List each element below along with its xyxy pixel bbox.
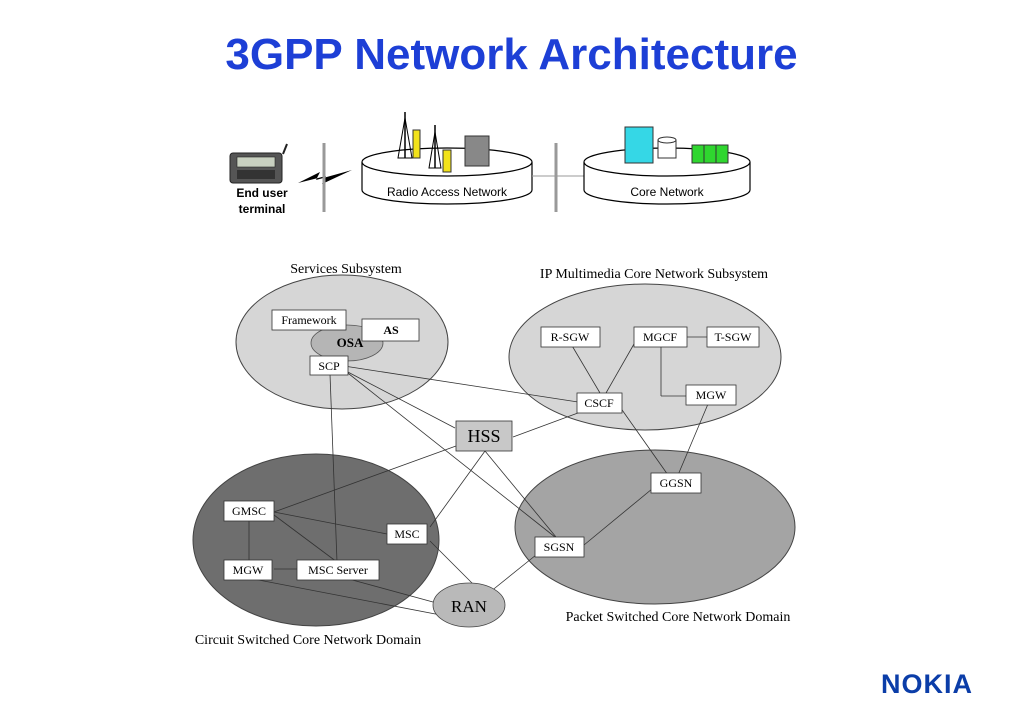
node-framework: Framework bbox=[271, 309, 347, 331]
cs-domain-label: Circuit Switched Core Network Domain bbox=[195, 633, 421, 648]
base-station-icon bbox=[464, 135, 490, 167]
antenna-tower-icon bbox=[397, 112, 452, 173]
svg-text:CSCF: CSCF bbox=[584, 396, 614, 410]
node-mgw-ims: MGW bbox=[685, 384, 737, 406]
svg-text:SGSN: SGSN bbox=[544, 540, 575, 554]
node-gmsc: GMSC bbox=[223, 500, 275, 522]
svg-text:R-SGW: R-SGW bbox=[551, 330, 590, 344]
connection-lines bbox=[247, 336, 709, 618]
svg-text:MGCF: MGCF bbox=[643, 330, 677, 344]
node-r-sgw: R-SGW bbox=[540, 326, 601, 348]
svg-text:MSC: MSC bbox=[394, 527, 419, 541]
terminal-label-line2: terminal bbox=[239, 202, 286, 216]
node-msc: MSC bbox=[386, 523, 428, 545]
ims-subsystem-label: IP Multimedia Core Network Subsystem bbox=[540, 267, 768, 282]
node-mgw-cs: MGW bbox=[223, 559, 273, 581]
core-overview-label: Core Network bbox=[630, 185, 704, 199]
ims-subsystem-ellipse bbox=[508, 283, 782, 431]
node-sgsn: SGSN bbox=[534, 536, 585, 558]
svg-text:MGW: MGW bbox=[233, 563, 264, 577]
svg-text:HSS: HSS bbox=[467, 426, 500, 446]
services-subsystem-label: Services Subsystem bbox=[290, 262, 402, 277]
svg-text:MSC Server: MSC Server bbox=[308, 563, 368, 577]
svg-text:MGW: MGW bbox=[696, 388, 727, 402]
osa-label: OSA bbox=[337, 335, 364, 350]
svg-text:RAN: RAN bbox=[451, 597, 487, 616]
nokia-logo: NOKIA bbox=[881, 669, 973, 699]
svg-text:GMSC: GMSC bbox=[232, 504, 266, 518]
svg-text:AS: AS bbox=[383, 323, 399, 337]
node-cscf: CSCF bbox=[576, 392, 623, 414]
phone-icon bbox=[229, 143, 288, 184]
node-t-sgw: T-SGW bbox=[706, 326, 760, 348]
cs-domain-ellipse bbox=[192, 453, 440, 627]
ps-domain-ellipse bbox=[514, 449, 796, 605]
svg-text:GGSN: GGSN bbox=[660, 476, 693, 490]
terminal-label-line1: End user bbox=[236, 186, 288, 200]
overview-strip: End user terminal Radio Access Network bbox=[229, 112, 751, 216]
node-as: AS bbox=[361, 318, 420, 342]
ran-overview-label: Radio Access Network bbox=[387, 185, 508, 199]
switch-cabinets-icon bbox=[691, 144, 729, 164]
svg-text:Framework: Framework bbox=[281, 313, 336, 327]
node-ran: RAN bbox=[432, 582, 506, 628]
node-mgcf: MGCF bbox=[633, 326, 688, 348]
server-rack-icon bbox=[624, 126, 654, 164]
svg-text:T-SGW: T-SGW bbox=[715, 330, 753, 344]
svg-text:SCP: SCP bbox=[318, 359, 340, 373]
node-msc-server: MSC Server bbox=[296, 559, 380, 581]
node-ggsn: GGSN bbox=[650, 472, 702, 494]
node-scp: SCP bbox=[309, 355, 349, 376]
database-icon bbox=[657, 136, 677, 159]
ps-domain-label: Packet Switched Core Network Domain bbox=[566, 610, 791, 625]
node-hss: HSS bbox=[455, 420, 513, 452]
slide-title: 3GPP Network Architecture bbox=[225, 30, 798, 79]
